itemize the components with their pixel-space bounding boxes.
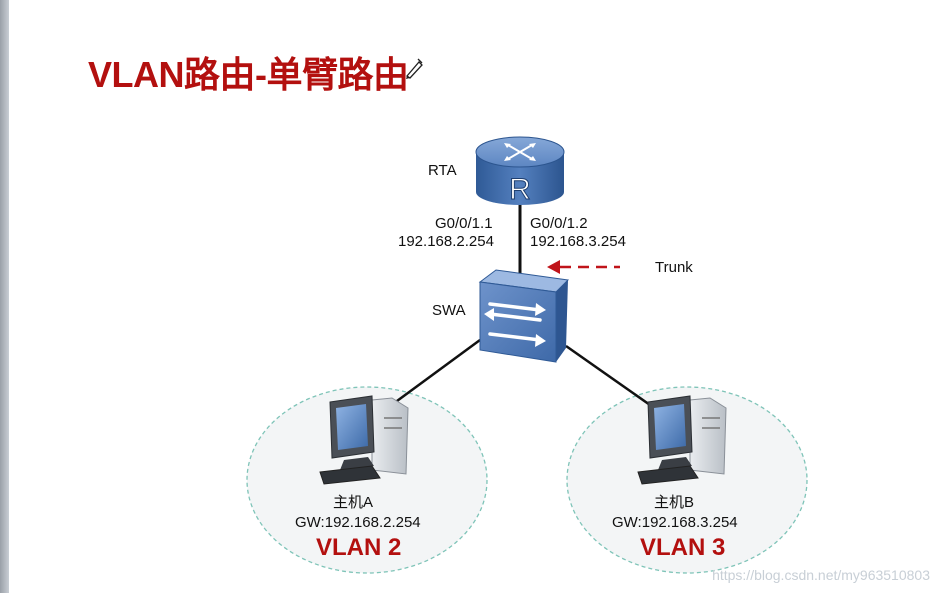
router-name: RTA — [428, 162, 457, 179]
trunk-arrow-icon — [547, 260, 620, 274]
interface-2-name: G0/0/1.2 — [530, 215, 588, 232]
watermark: https://blog.csdn.net/my963510803 — [712, 567, 930, 583]
vlan3-zone — [566, 386, 808, 574]
router-glyph: R — [509, 173, 531, 206]
host-b-computer-icon — [637, 395, 727, 485]
host-a-name: 主机A — [333, 494, 374, 511]
switch-icon — [478, 269, 570, 363]
host-b-name: 主机B — [654, 494, 695, 511]
host-b-gateway: GW:192.168.3.254 — [612, 514, 738, 531]
interface-1-ip: 192.168.2.254 — [398, 233, 494, 250]
router-icon — [475, 136, 565, 205]
interface-2-ip: 192.168.3.254 — [530, 233, 626, 250]
vlan2-zone — [246, 386, 488, 574]
host-b-vlan: VLAN 3 — [640, 534, 726, 561]
link-switch-host-b — [565, 344, 661, 414]
host-a-vlan: VLAN 2 — [316, 534, 402, 561]
trunk-label: Trunk — [655, 259, 693, 276]
pen-cursor-icon — [406, 58, 423, 79]
host-a-gateway: GW:192.168.2.254 — [295, 514, 421, 531]
slide-title: VLAN路由-单臂路由 — [88, 54, 409, 95]
host-a-computer-icon — [319, 395, 409, 485]
window-left-edge — [0, 0, 9, 593]
interface-1-name: G0/0/1.1 — [435, 215, 493, 232]
link-switch-host-a — [381, 338, 481, 414]
switch-name: SWA — [432, 302, 466, 319]
